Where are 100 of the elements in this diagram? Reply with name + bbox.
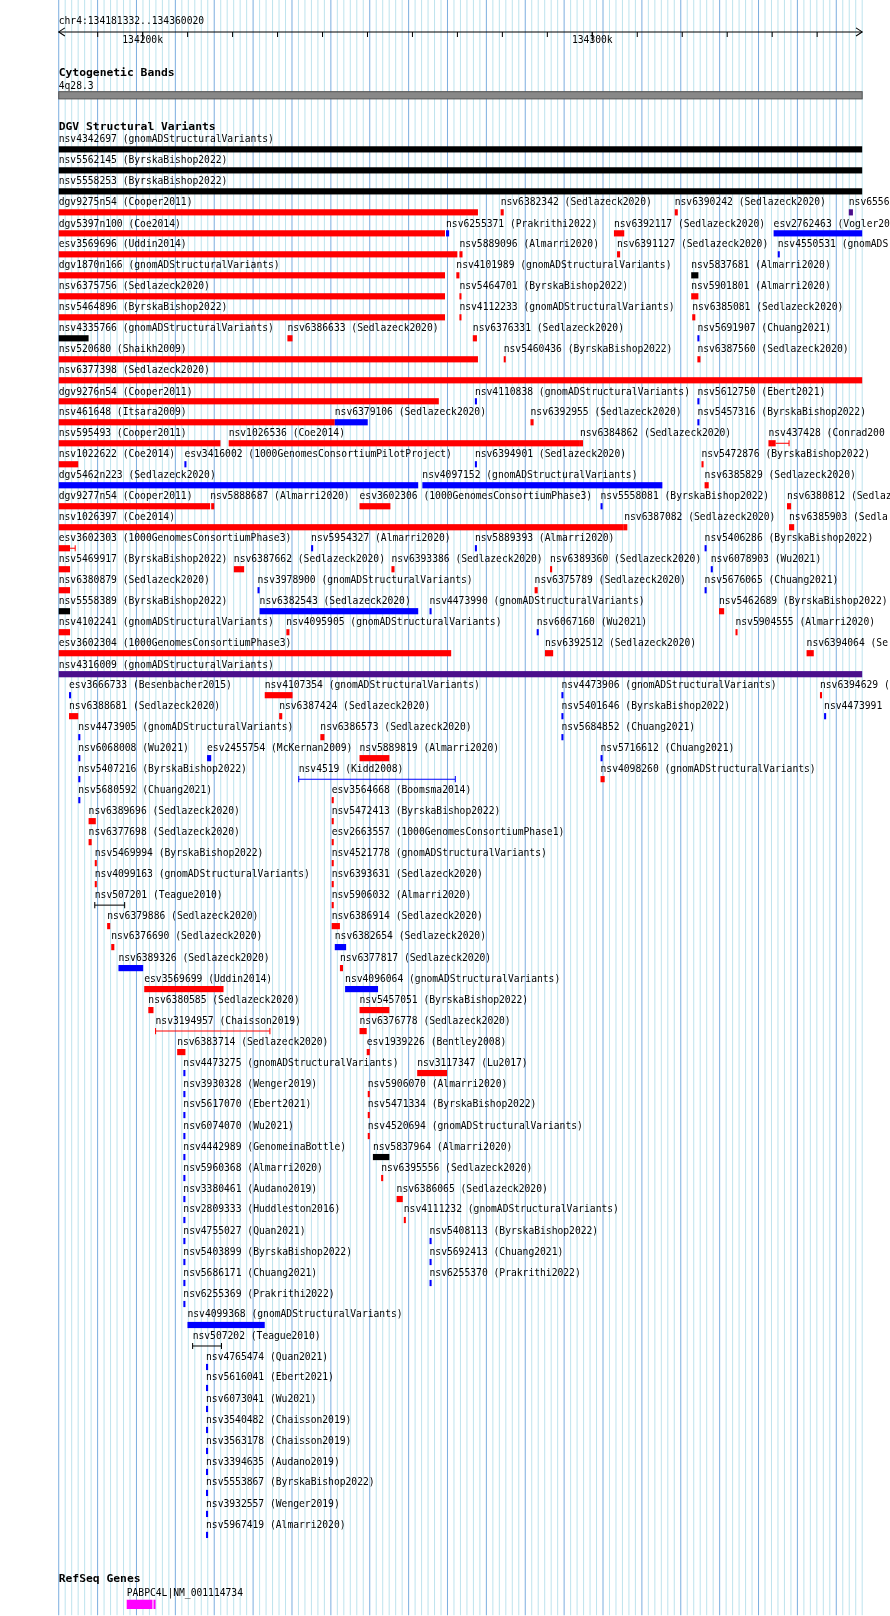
variant-label: nsv6393631 (Sedlazeck2020) — [331, 867, 483, 879]
variant-label: nsv3117347 (Lu2017) — [417, 1056, 528, 1068]
variant-label: nsv4097152 (gnomADStructuralVariants) — [422, 468, 638, 481]
variant-label: nsv5889819 (Almarri2020) — [359, 741, 500, 753]
variant-label: nsv5553867 (ByrskaBishop2022) — [206, 1476, 375, 1488]
variant-label: nsv4110838 (gnomADStructuralVariants) — [474, 384, 690, 397]
track-title: DGV Structural Variants — [58, 120, 216, 133]
variant-label: nsv4316009 (gnomADStructuralVariants) — [58, 657, 274, 670]
variant-label: nsv5680592 (Chuang2021) — [78, 783, 212, 795]
variant-label: nsv1026397 (Coe2014) — [58, 510, 175, 523]
variant-label: nsv6382342 (Sedlazeck2020) — [500, 195, 652, 208]
variant-label: nsv1026536 (Coe2014) — [228, 426, 345, 439]
variant-label: nsv6394901 (Sedlazeck2020) — [474, 447, 627, 460]
variant-label: nsv4112233 (gnomADStructuralVariants) — [459, 300, 675, 313]
variant-label: dgv9276n54 (Cooper2011) — [58, 384, 193, 397]
variant-label: nsv5408113 (ByrskaBishop2022) — [429, 1224, 599, 1236]
variant-label: nsv5837964 (Almarri2020) — [372, 1140, 513, 1152]
variant-label: nsv5954327 (Almarri2020) — [311, 531, 451, 544]
variant-label: nsv4521778 (gnomADStructuralVariants) — [331, 846, 547, 858]
variant-label: nsv6376331 (Sedlazeck2020) — [472, 321, 624, 334]
variant-label: nsv4107354 (gnomADStructuralVariants) — [264, 678, 480, 691]
variant-label: nsv4096064 (gnomADStructuralVariants) — [345, 972, 561, 984]
variant-label: nsv5469994 (ByrskaBishop2022) — [94, 846, 264, 858]
variant-label: nsv4098260 (gnomADStructuralVariants) — [600, 762, 816, 774]
variant-label: nsv5889393 (Almarri2020) — [474, 531, 615, 544]
coordinate-label: chr4:134181332..134360020 — [58, 14, 205, 26]
track-title: Cytogenetic Bands — [58, 66, 175, 80]
variant-label: nsv6377698 (Sedlazeck2020) — [88, 825, 240, 837]
variant-label: nsv6382543 (Sedlazeck2020) — [259, 594, 411, 607]
variant-label: nsv4520694 (gnomADStructuralVariants) — [367, 1119, 583, 1131]
variant-label: nsv5406286 (ByrskaBishop2022) — [704, 531, 874, 544]
variant-label: nsv4473275 (gnomADStructuralVariants) — [183, 1056, 399, 1068]
variant-label: nsv6376690 (Sedlazeck2020) — [111, 930, 263, 942]
variant-label: nsv3540482 (Chaisson2019) — [206, 1413, 352, 1425]
variant-label: esv2455754 (McKernan2009) — [207, 741, 353, 753]
variant-label: nsv6380879 (Sedlazeck2020) — [58, 573, 210, 586]
variant-label: nsv6377398 (Sedlazeck2020) — [58, 363, 210, 376]
variant-label: nsv6386065 (Sedlazeck2020) — [396, 1182, 548, 1194]
variant-label: nsv6382654 (Sedlazeck2020) — [334, 930, 486, 942]
variant-label: nsv6255369 (Prakrithi2022) — [183, 1287, 335, 1299]
variant-label: nsv6390242 (Sedlazeck2020) — [674, 195, 826, 208]
variant-label: nsv6386914 (Sedlazeck2020) — [331, 909, 483, 921]
variant-label: nsv5906070 (Almarri2020) — [367, 1077, 508, 1089]
variant-label: nsv5960368 (Almarri2020) — [183, 1161, 323, 1173]
gene-label: PABPC4L|NM_001114734 — [126, 1586, 243, 1598]
variant-label: nsv6387662 (Sedlazeck2020) — [233, 552, 385, 565]
variant-label: nsv6067160 (Wu2021) — [536, 615, 648, 628]
variant-label: nsv507202 (Teague2010) — [192, 1329, 321, 1341]
variant-label: nsv3394635 (Audano2019) — [206, 1455, 340, 1467]
variant-label: nsv5471334 (ByrskaBishop2022) — [367, 1098, 537, 1110]
variant-label: esv3666733 (Besenbacher2015) — [69, 678, 232, 691]
variant-label: nsv6389360 (Sedlazeck2020) — [550, 552, 702, 565]
variant-label: nsv5403899 (ByrskaBishop2022) — [183, 1245, 352, 1257]
variant-label: nsv3978900 (gnomADStructuralVariants) — [257, 573, 473, 586]
variant-label: nsv3194957 (Chaisson2019) — [155, 1014, 301, 1026]
variant-label: dgv5397n100 (Coe2014) — [58, 216, 181, 229]
variant-label: nsv5676065 (Chuang2021) — [704, 573, 839, 586]
variant-label: nsv5407216 (ByrskaBishop2022) — [78, 762, 247, 774]
variant-label: esv2762463 (Vogler20 — [773, 216, 890, 229]
variant-label: nsv5837681 (Almarri2020) — [691, 258, 831, 271]
variant-label: nsv5457051 (ByrskaBishop2022) — [359, 993, 529, 1005]
variant-label: nsv5472876 (ByrskaBishop2022) — [701, 447, 871, 460]
variant-label: nsv4342697 (gnomADStructuralVariants) — [58, 132, 274, 145]
variant-label: nsv4473906 (gnomADStructuralVariants) — [561, 678, 777, 691]
variant-label: esv1939226 (Bentley2008) — [366, 1035, 507, 1047]
variant-label: nsv6068008 (Wu2021) — [78, 741, 189, 753]
variant-label: nsv5472413 (ByrskaBishop2022) — [331, 804, 501, 816]
variant-label: nsv6392117 (Sedlazeck2020) — [613, 216, 766, 229]
variant-label: nsv6388681 (Sedlazeck2020) — [69, 699, 221, 712]
variant-label: dgv1870n166 (gnomADStructuralVariants) — [58, 258, 280, 271]
variant-label: esv2663557 (1000GenomesConsortiumPhase1) — [331, 825, 565, 837]
variant-label: nsv6395556 (Sedlazeck2020) — [381, 1161, 533, 1173]
variant-label: esv3602303 (1000GenomesConsortiumPhase3) — [58, 531, 292, 544]
variant-label: nsv5401646 (ByrskaBishop2022) — [561, 699, 730, 712]
variant-label: nsv5888687 (Almarri2020) — [210, 489, 350, 502]
variant-label: nsv4099368 (gnomADStructuralVariants) — [187, 1308, 403, 1320]
tick-label: 134200k — [122, 34, 163, 46]
variant-label: nsv6384862 (Sedlazeck2020) — [579, 426, 732, 439]
variant-label: nsv6379106 (Sedlazeck2020) — [334, 405, 486, 418]
variant-label: nsv6379886 (Sedlazeck2020) — [107, 909, 259, 921]
variant-label: nsv6376778 (Sedlazeck2020) — [359, 1014, 511, 1026]
variant-label: nsv6385829 (Sedlazeck2020) — [704, 468, 856, 481]
variant-label: nsv3380461 (Audano2019) — [183, 1182, 318, 1194]
variant-label: nsv6387560 (Sedlazeck2020) — [697, 342, 849, 355]
variant-label: nsv1022622 (Coe2014) — [58, 447, 175, 460]
variant-label: nsv5612750 (Ebert2021) — [697, 384, 826, 397]
variant-label: nsv5901801 (Almarri2020) — [691, 279, 831, 292]
variant-label: nsv3563178 (Chaisson2019) — [206, 1434, 352, 1446]
variant-label: nsv5686171 (Chuang2021) — [183, 1266, 318, 1278]
variant-label: dgv9277n54 (Cooper2011) — [58, 489, 193, 502]
variant-label: nsv4473905 (gnomADStructuralVariants) — [78, 720, 294, 732]
variant-label: nsv6380585 (Sedlazeck2020) — [148, 993, 300, 1005]
variant-label: nsv4102241 (gnomADStructuralVariants) — [58, 615, 274, 628]
variant-label: nsv5562145 (ByrskaBishop2022) — [58, 153, 228, 166]
variant-label: nsv595493 (Cooper2011) — [58, 426, 187, 439]
variant-label: nsv4473991 — [824, 699, 883, 712]
variant-label: nsv5558081 (ByrskaBishop2022) — [600, 489, 770, 502]
variant-label: nsv5616041 (Ebert2021) — [206, 1371, 334, 1383]
variant-label: nsv5462689 (ByrskaBishop2022) — [719, 594, 888, 607]
variant-label: dgv5462n223 (Sedlazeck2020) — [58, 468, 216, 481]
